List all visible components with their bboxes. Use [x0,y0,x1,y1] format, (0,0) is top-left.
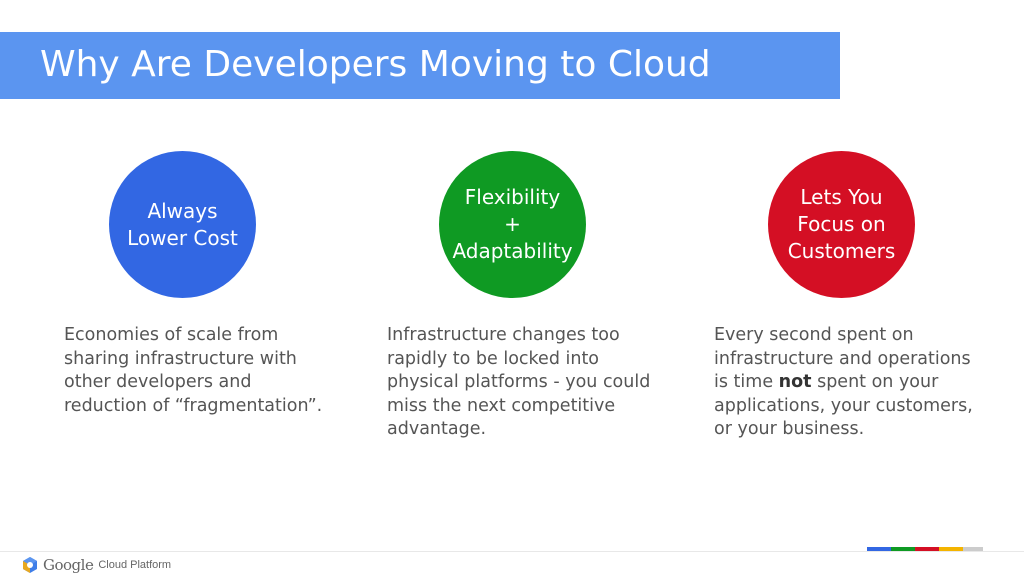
slide-title: Why Are Developers Moving to Cloud [40,44,711,85]
strip-segment-blue [867,547,891,551]
cloud-platform-label: Cloud Platform [98,559,172,571]
strip-segment-yellow [939,547,963,551]
description-text-before: Every second spent on infrastructure and… [714,325,971,392]
pillar-circle-flexibility: Flexibility + Adaptability [439,151,586,298]
brand-color-strip [867,547,983,551]
strip-segment-gray [963,547,983,551]
pillar-circle-customers: Lets You Focus on Customers [768,151,915,298]
title-bar [0,32,840,99]
footer-divider [0,551,1024,552]
pillar-circle-label: Lets You Focus on Customers [787,185,896,263]
pillar-description-customers: Every second spent on infrastructure and… [714,324,984,442]
description-emphasis: not [778,372,812,392]
pillar-circle-cost: Always Lower Cost [109,151,256,298]
google-wordmark: Google [43,556,94,574]
cloud-platform-hexagon-icon [23,557,37,573]
google-cloud-logo: Google Cloud Platform [21,555,171,575]
pillar-description-flexibility: Infrastructure changes too rapidly to be… [387,325,651,439]
pillar-circle-label: Always Lower Cost [127,198,238,250]
pillar-circle-label: Flexibility + Adaptability [452,185,573,263]
pillar-description-cost: Economies of scale from sharing infrastr… [64,325,323,416]
description-text-after: spent on your applications, your custome… [714,372,973,439]
strip-segment-red [915,547,939,551]
strip-segment-green [891,547,915,551]
